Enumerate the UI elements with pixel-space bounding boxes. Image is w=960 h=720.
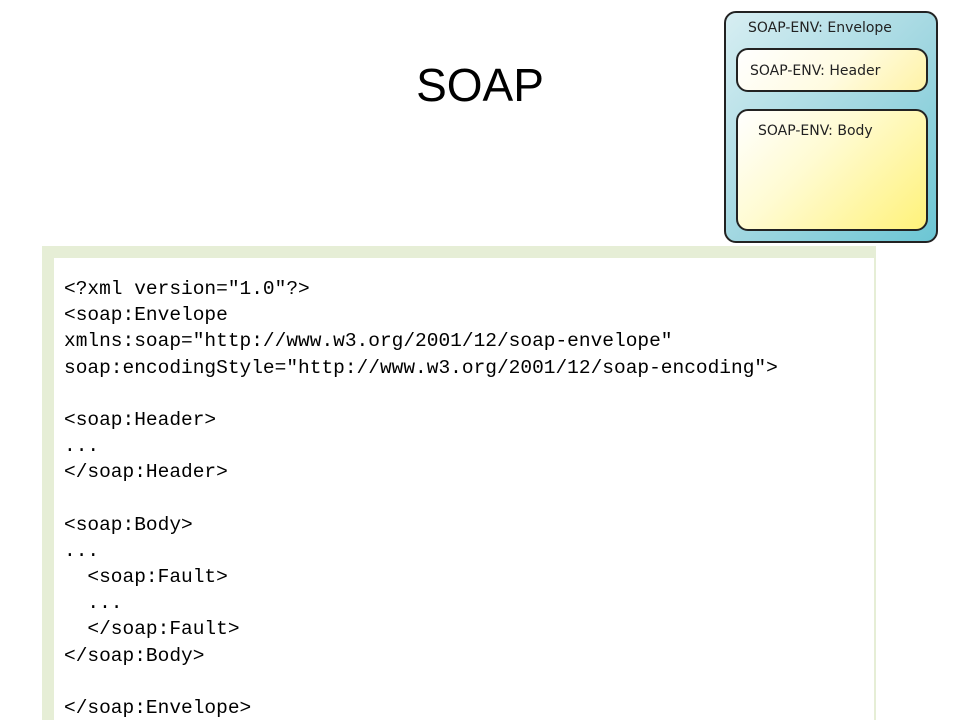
code-line: <soap:Fault> (64, 566, 228, 589)
code-line: <soap:Envelope (64, 304, 228, 327)
code-block: <?xml version="1.0"?> <soap:Envelope xml… (54, 258, 874, 720)
soap-envelope-diagram: SOAP-ENV: Envelope SOAP-ENV: Header SOAP… (724, 11, 938, 243)
body-label: SOAP-ENV: Body (758, 123, 873, 139)
code-line: <soap:Body> (64, 513, 193, 536)
code-line (64, 669, 874, 695)
code-line: soap:encodingStyle="http://www.w3.org/20… (64, 356, 778, 379)
code-line (64, 381, 874, 407)
code-line: <?xml version="1.0"?> (64, 278, 310, 300)
code-line: ... (64, 539, 100, 562)
header-label: SOAP-ENV: Header (750, 63, 881, 79)
code-line (64, 486, 874, 512)
code-line: </soap:Fault> (64, 618, 240, 641)
code-line: </soap:Header> (64, 461, 228, 484)
code-line: </soap:Envelope> (64, 697, 252, 719)
code-line: ... (64, 592, 123, 615)
code-panel: <?xml version="1.0"?> <soap:Envelope xml… (42, 246, 876, 720)
code-line: <soap:Header> (64, 408, 217, 431)
soap-header-box: SOAP-ENV: Header (736, 48, 928, 92)
code-line: ... (64, 435, 100, 458)
soap-body-box: SOAP-ENV: Body (736, 109, 928, 231)
slide-title: SOAP (416, 59, 544, 111)
code-line: xmlns:soap="http://www.w3.org/2001/12/so… (64, 330, 673, 353)
code-line: </soap:Body> (64, 644, 205, 667)
envelope-label: SOAP-ENV: Envelope (748, 20, 892, 36)
